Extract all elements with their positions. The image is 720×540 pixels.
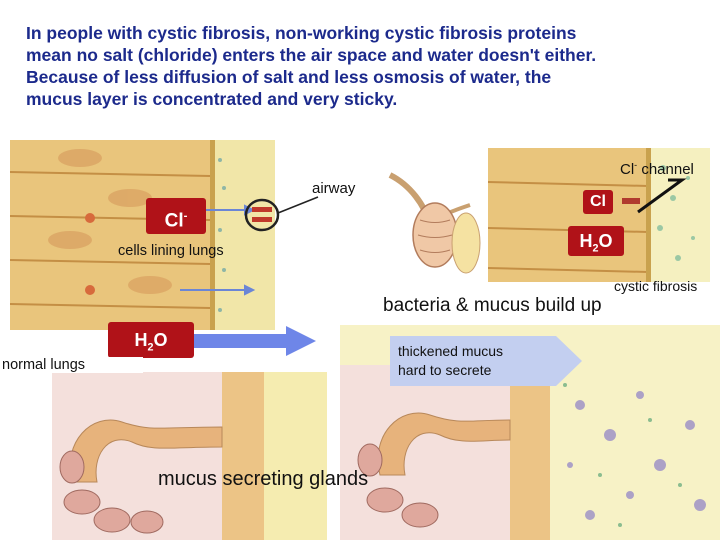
chloride-ion-tag-cf: Cl bbox=[583, 190, 613, 214]
airway-label: airway bbox=[312, 180, 356, 197]
water-tag-normal: H2O bbox=[108, 322, 194, 358]
cystic-fibrosis-cell-panel bbox=[488, 148, 710, 282]
cf-gland-panel bbox=[340, 325, 720, 540]
cystic-fibrosis-label: cystic fibrosis bbox=[614, 278, 698, 294]
chloride-symbol-cf: Cl bbox=[590, 193, 606, 210]
mucus-glands-label: mucus secreting glands bbox=[158, 468, 369, 490]
chloride-channel-label: Cl- channel bbox=[620, 160, 694, 178]
chloride-channel-pointer bbox=[637, 178, 687, 214]
chloride-symbol: Cl bbox=[164, 210, 184, 232]
water-tag-cf: H2O bbox=[568, 226, 624, 256]
thickened-mucus-pointer bbox=[556, 336, 582, 386]
water-symbol-h: H bbox=[134, 330, 148, 350]
normal-gland-illustration bbox=[52, 372, 327, 540]
normal-gland-panel bbox=[52, 372, 327, 540]
cells-lining-lungs-label: cells lining lungs bbox=[118, 243, 224, 259]
intro-line: Because of less diffusion of salt and le… bbox=[26, 67, 552, 87]
airway-illustration bbox=[388, 172, 481, 274]
intro-line: mucus layer is concentrated and very sti… bbox=[26, 89, 398, 109]
cf-cells-illustration bbox=[488, 148, 710, 282]
chloride-channel-text: channel bbox=[637, 161, 694, 178]
normal-lungs-cell-panel bbox=[10, 140, 275, 330]
intro-line: mean no salt (chloride) enters the air s… bbox=[26, 45, 597, 65]
intro-line: In people with cystic fibrosis, non-work… bbox=[26, 23, 577, 43]
water-symbol-o: O bbox=[153, 330, 168, 350]
chloride-channel-symbol: Cl bbox=[620, 161, 635, 178]
water-symbol-sub: 2 bbox=[147, 341, 154, 354]
thickened-mucus-line: hard to secrete bbox=[398, 362, 492, 378]
chloride-channel-charge: - bbox=[634, 160, 638, 170]
bacteria-mucus-heading: bacteria & mucus build up bbox=[383, 295, 602, 316]
chloride-charge: - bbox=[183, 210, 188, 222]
water-symbol-sub: 2 bbox=[592, 242, 599, 255]
water-flow-arrow bbox=[194, 326, 316, 356]
chloride-ion-tag-normal: Cl- bbox=[146, 198, 206, 234]
water-symbol-h: H bbox=[579, 231, 593, 251]
cf-gland-illustration bbox=[340, 325, 720, 540]
channel-zoom-callout bbox=[244, 196, 319, 232]
thickened-mucus-line: thickened mucus bbox=[398, 343, 504, 359]
thickened-mucus-callout: thickened mucus hard to secrete bbox=[390, 336, 556, 386]
normal-lungs-label: normal lungs bbox=[2, 357, 144, 373]
normal-cells-illustration bbox=[10, 140, 275, 330]
intro-paragraph: In people with cystic fibrosis, non-work… bbox=[26, 22, 706, 110]
water-symbol-o: O bbox=[598, 231, 613, 251]
